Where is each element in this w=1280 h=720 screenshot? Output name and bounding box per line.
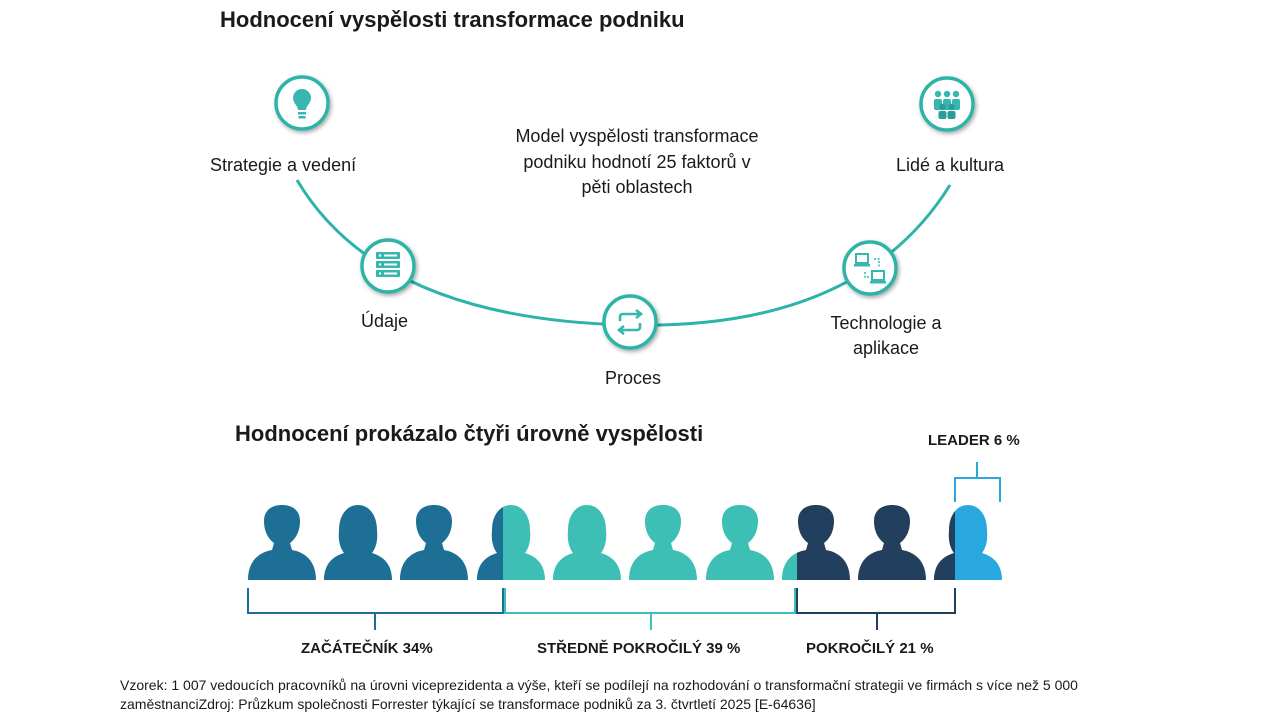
person-silhouette xyxy=(553,505,621,580)
bracket-advanced xyxy=(796,588,956,630)
level-brackets xyxy=(247,462,1001,630)
bracket-intermediate xyxy=(504,588,796,630)
database-icon xyxy=(360,238,416,294)
person-silhouette xyxy=(503,505,545,580)
page-title: Hodnocení vyspělosti transformace podnik… xyxy=(220,7,685,32)
person-silhouette xyxy=(782,552,797,580)
area-label-strategy: Strategie a vedení xyxy=(210,155,357,175)
person-silhouette xyxy=(797,505,850,580)
person-silhouette xyxy=(248,505,316,580)
area-label-process: Proces xyxy=(605,368,662,388)
people-group-icon xyxy=(919,76,975,132)
person-silhouette xyxy=(324,505,392,580)
networked-computers-icon xyxy=(842,240,898,296)
person-silhouette xyxy=(706,505,774,580)
level-label-leader: LEADER 6 % xyxy=(928,432,1020,449)
person-silhouette xyxy=(934,511,955,580)
bracket-leader xyxy=(954,462,1001,502)
level-label-advanced: POKROČILÝ 21 % xyxy=(806,640,934,657)
person-silhouette xyxy=(477,507,503,580)
person-silhouette xyxy=(629,505,697,580)
person-silhouette xyxy=(400,505,468,580)
person-silhouette xyxy=(955,505,1002,580)
bracket-beginner xyxy=(247,588,504,630)
footnote: Vzorek: 1 007 vedoucích pracovníků na úr… xyxy=(120,677,1078,712)
area-label-people: Lidé a kultura xyxy=(896,155,1005,175)
area-label-data: Údaje xyxy=(361,311,409,331)
person-silhouette xyxy=(858,505,926,580)
people-row xyxy=(248,505,1002,580)
area-label-technology: Technologie a aplikace xyxy=(830,313,942,358)
level-label-intermediate: STŘEDNĚ POKROČILÝ 39 % xyxy=(537,640,741,657)
lightbulb-icon xyxy=(274,75,330,131)
center-description: Model vyspělosti transformace podniku ho… xyxy=(515,126,759,197)
levels-title: Hodnocení prokázalo čtyři úrovně vyspělo… xyxy=(235,421,704,446)
cycle-arrows-icon xyxy=(602,294,658,350)
level-label-beginner: ZAČÁTEČNÍK 34% xyxy=(301,640,433,657)
